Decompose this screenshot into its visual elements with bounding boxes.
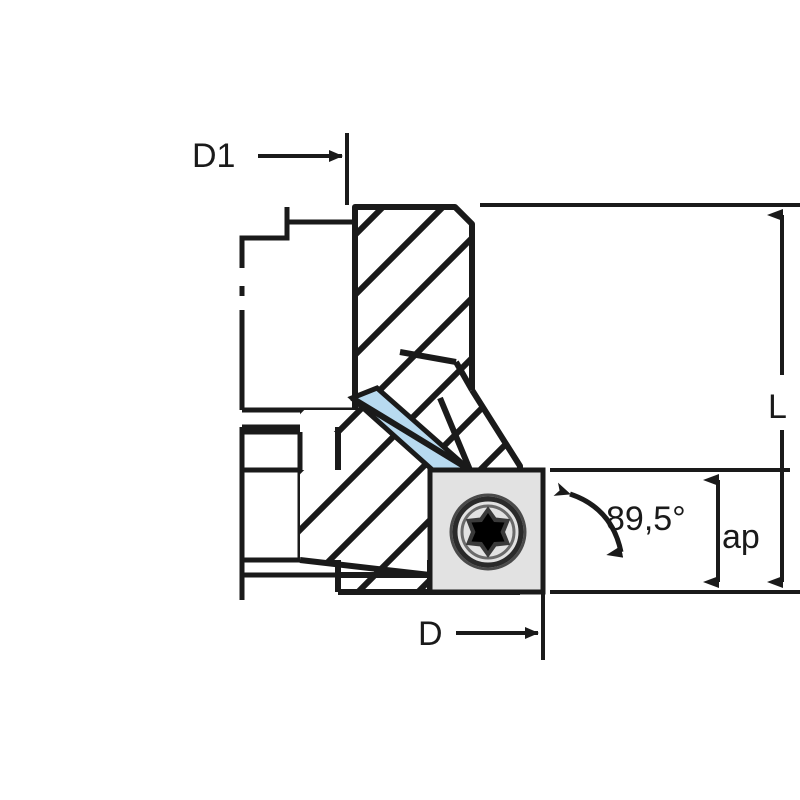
torx-star-icon (465, 506, 511, 558)
angle-arc-arrow (553, 482, 624, 558)
dimension-ap-label: ap (722, 518, 760, 556)
extension-lines (345, 133, 800, 660)
dimension-l-label: L (768, 388, 787, 426)
dimension-d-label: D (418, 615, 443, 653)
dimension-d: D (418, 615, 539, 653)
dimension-angle: 89,5° (553, 482, 686, 558)
cutting-edge-facets (350, 349, 475, 473)
dimension-d1-label: D1 (192, 137, 235, 175)
dimension-ap: ap (703, 474, 760, 588)
dimension-d1: D1 (192, 137, 343, 175)
dimension-l: L (767, 209, 787, 588)
torx-screw (449, 493, 527, 571)
dimension-angle-label: 89,5° (606, 500, 686, 538)
